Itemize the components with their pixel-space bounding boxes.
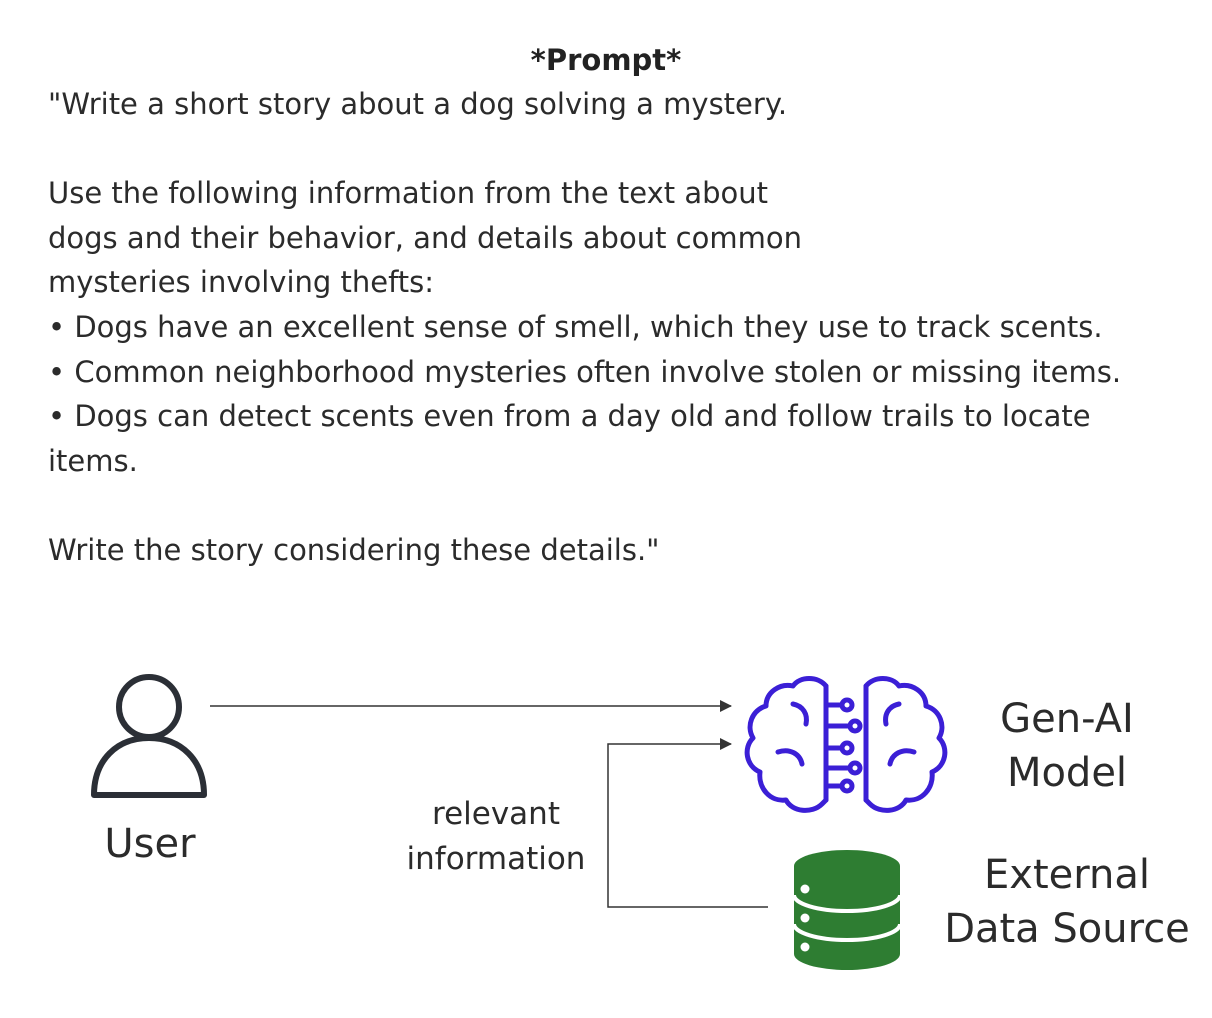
- prompt-bullet: • Common neighborhood mysteries often in…: [48, 355, 1122, 389]
- edge-label-line: relevant: [432, 796, 560, 832]
- prompt-line: Write the story considering these detail…: [48, 533, 660, 567]
- prompt-line: "Write a short story about a dog solving…: [48, 87, 788, 121]
- source-label-line: External: [984, 852, 1150, 898]
- prompt-line: Use the following information from the t…: [48, 176, 769, 210]
- model-label-line: Gen-AI: [1000, 696, 1134, 742]
- brain-circuit-icon: [744, 676, 948, 813]
- external-data-source-label: External Data Source: [940, 848, 1194, 956]
- user-icon: [91, 674, 207, 798]
- user-label: User: [104, 821, 196, 867]
- prompt-title: *Prompt*: [530, 43, 682, 77]
- gen-ai-model-label: Gen-AI Model: [950, 692, 1184, 800]
- database-icon: [792, 850, 902, 970]
- source-to-model-arrow: [607, 738, 768, 908]
- model-label-line: Model: [1006, 750, 1128, 796]
- prompt-line: dogs and their behavior, and details abo…: [48, 221, 802, 255]
- edge-label-line: information: [406, 841, 586, 877]
- source-label-line: Data Source: [944, 906, 1190, 952]
- prompt-line: items.: [48, 444, 138, 478]
- prompt-bullet: • Dogs have an excellent sense of smell,…: [48, 310, 1103, 344]
- relevant-information-label: relevant information: [386, 792, 606, 882]
- prompt-bullet: • Dogs can detect scents even from a day…: [48, 399, 1091, 433]
- prompt-line: mysteries involving thefts:: [48, 265, 435, 299]
